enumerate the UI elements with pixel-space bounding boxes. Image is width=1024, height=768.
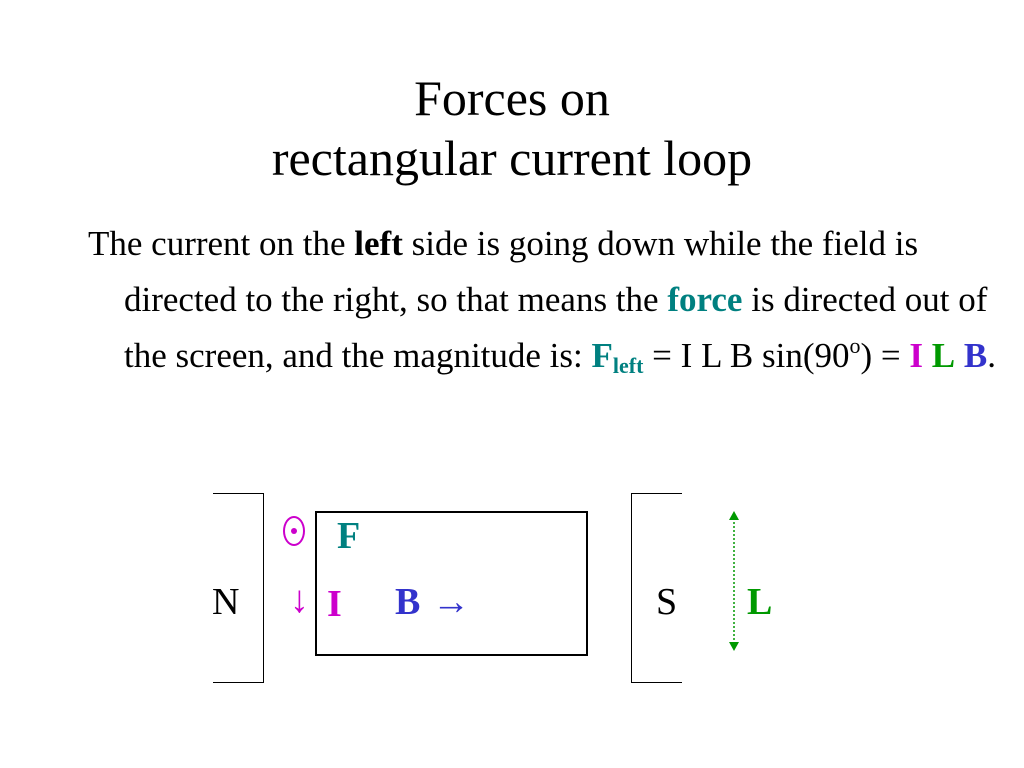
force-label: F: [337, 515, 361, 557]
s-pole-bottom-line: [631, 682, 682, 683]
n-pole-side-line: [263, 493, 264, 683]
length-indicator-icon: [729, 511, 739, 651]
s-pole-label: S: [656, 581, 678, 623]
formula-text-2: ) =: [860, 336, 910, 375]
formula-degree: o: [849, 333, 861, 358]
body-text-3: side is going down while the field is di…: [124, 224, 919, 319]
body-force-word: force: [667, 280, 743, 319]
n-pole-label: N: [212, 581, 240, 623]
formula-period: .: [987, 336, 996, 375]
slide-title: Forces on rectangular current loop: [0, 68, 1024, 188]
formula-b: B: [963, 336, 988, 375]
formula-f-subscript: left: [612, 353, 644, 378]
current-label: I: [327, 583, 342, 625]
current-loop: [315, 511, 588, 656]
formula-f: F: [591, 336, 613, 375]
formula-text: = I L B sin(90: [643, 336, 850, 375]
title-line-1: Forces on: [414, 70, 610, 126]
n-pole-bottom-line: [213, 682, 264, 683]
n-pole-top-line: [213, 493, 264, 494]
body-paragraph: The current on the left side is going do…: [88, 216, 1014, 384]
body-text-5: is directed out of the screen, and the m…: [124, 280, 988, 375]
field-label: B: [395, 581, 421, 623]
title-line-2: rectangular current loop: [271, 130, 753, 186]
out-of-screen-icon: [283, 516, 305, 546]
formula-i: I: [909, 336, 924, 375]
s-pole-top-line: [631, 493, 682, 494]
formula-l: L: [931, 336, 956, 375]
body-left-word: left: [354, 224, 403, 263]
body-text-1: The current on the: [88, 224, 355, 263]
current-arrow-icon: ↓: [290, 579, 309, 621]
field-arrow-icon: →: [432, 581, 470, 623]
s-pole-side-line: [631, 493, 632, 683]
length-label: L: [747, 581, 773, 623]
